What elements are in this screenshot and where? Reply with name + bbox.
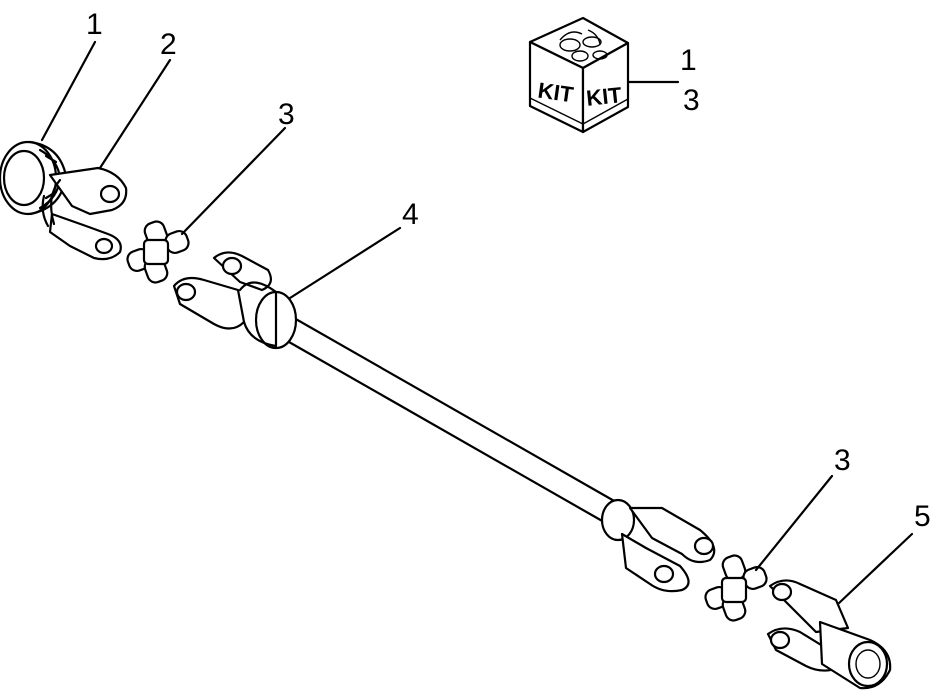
part-3-cross-bearing-left <box>126 220 190 284</box>
callout-3-right-leader <box>754 474 834 572</box>
callout-4: 4 <box>402 198 419 231</box>
part-5-end-yoke <box>766 579 892 690</box>
part-3-cross-bearing-right <box>704 554 768 622</box>
kit-box: KIT KIT <box>528 16 680 134</box>
callout-3-right: 3 <box>834 444 851 477</box>
callout-2: 2 <box>160 28 177 61</box>
kit-label-right: KIT <box>585 82 623 111</box>
part-4-drive-shaft <box>172 251 716 593</box>
callout-3-left: 3 <box>278 98 295 131</box>
callout-5-leader <box>836 532 914 606</box>
part-1-end-cap <box>0 140 68 216</box>
callout-1: 1 <box>86 8 103 41</box>
callout-4-leader <box>288 226 402 300</box>
callout-2-leader <box>98 58 172 170</box>
kit-label-left: KIT <box>536 78 575 108</box>
callout-5: 5 <box>914 500 931 533</box>
part-2-inner-yoke <box>41 166 128 261</box>
kit-contents-icon <box>559 29 608 62</box>
kit-callout-1: 1 <box>680 44 697 77</box>
callout-1-leader <box>40 40 97 142</box>
callout-3-left-leader <box>180 126 287 236</box>
kit-callout-3: 3 <box>683 84 700 117</box>
